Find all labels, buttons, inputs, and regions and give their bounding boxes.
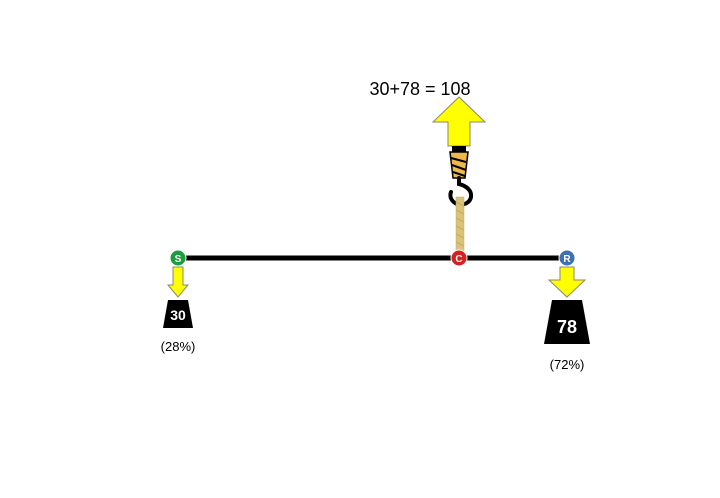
point-r-marker: R — [558, 249, 576, 267]
point-r-label: R — [563, 254, 571, 265]
right-weight-percent: (72%) — [550, 357, 585, 372]
rope-texture — [455, 201, 465, 255]
left-weight-value: 30 — [170, 307, 186, 323]
crane-hook-icon — [448, 176, 474, 207]
point-c-marker: C — [450, 249, 468, 267]
point-s-label: S — [175, 254, 182, 265]
point-c-label: C — [455, 254, 462, 265]
right-weight-icon — [544, 300, 590, 344]
right-load-arrow-icon — [547, 266, 587, 298]
lift-arrow-icon — [431, 96, 487, 147]
left-weight-percent: (28%) — [161, 339, 196, 354]
left-weight-icon — [163, 300, 193, 328]
left-load-arrow-icon — [166, 266, 190, 298]
right-weight-value: 78 — [557, 317, 577, 337]
point-s-marker: S — [169, 249, 187, 267]
hook-block-icon — [449, 146, 469, 179]
sum-equation: 30+78 = 108 — [369, 79, 470, 99]
